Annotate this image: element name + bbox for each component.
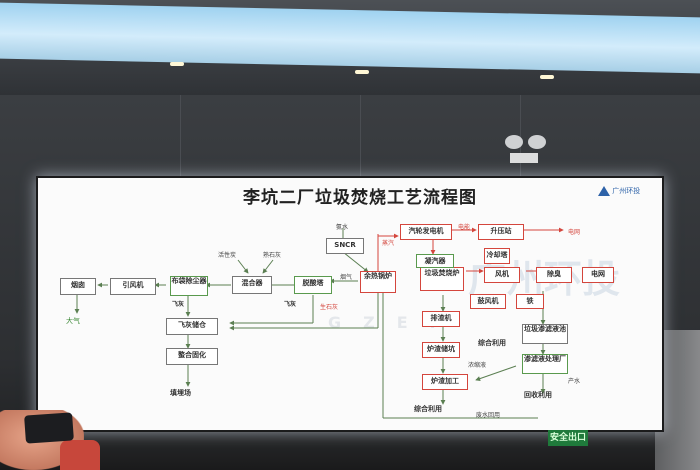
label-recycling: 回收利用 — [524, 391, 552, 399]
box-turbine-generator: 汽轮发电机 — [400, 224, 452, 240]
box-sncr: SNCR — [326, 238, 364, 254]
box-bag-filter: 布袋除尘器 — [170, 276, 208, 296]
label-produced-water: 产水 — [568, 378, 581, 385]
label-slaked-lime: 熟石灰 — [263, 252, 282, 259]
logo-text: 广州环投 — [612, 187, 641, 195]
ceiling-spotlight — [355, 70, 369, 74]
box-slag-extractor: 排渣机 — [422, 311, 460, 327]
box-chelating-solidification: 螯合固化 — [166, 348, 218, 365]
ceiling-spotlight — [170, 62, 184, 66]
wall-sign — [510, 153, 538, 163]
company-logo: 广州环投 — [598, 186, 640, 196]
label-atmosphere: 大气 — [66, 317, 80, 325]
box-condenser: 凝汽器 — [416, 254, 454, 268]
label-comprehensive-use: 综合利用 — [414, 405, 442, 413]
box-blower: 鼓风机 — [470, 294, 506, 309]
box-chimney: 烟囱 — [60, 278, 96, 295]
label-electric-energy: 电能 — [458, 224, 471, 231]
box-mixer: 混合器 — [232, 276, 272, 294]
watermark-sub-text: GZEI — [328, 313, 458, 332]
box-induced-draft-fan: 引风机 — [110, 278, 156, 295]
box-leachate-plant: 渗滤液处理厂 — [522, 354, 568, 374]
flow-lines — [74, 227, 604, 419]
label-comprehensive-use: 综合利用 — [478, 339, 506, 347]
box-fan: 风机 — [484, 267, 520, 283]
exit-sign: 安全出口 — [548, 430, 588, 446]
display-screen: 广州环投 GZEI 李坑二厂垃圾焚烧工艺流程图 广州环投 — [36, 176, 664, 432]
label-concentrate: 浓缩液 — [468, 362, 487, 369]
floor — [0, 430, 700, 470]
label-water-reuse: 废水回用 — [476, 412, 501, 419]
box-deacidification-tower: 脱酸塔 — [294, 276, 332, 294]
box-grid: 电网 — [582, 267, 614, 283]
label-activated-carbon: 活性炭 — [218, 252, 237, 259]
logo-triangle-icon — [598, 186, 610, 196]
smoke-detector — [505, 135, 523, 149]
smoke-detector — [528, 135, 546, 149]
box-fly-ash-silo: 飞灰储仓 — [166, 318, 218, 335]
phone — [24, 412, 74, 444]
label-quicklime: 生石灰 — [320, 304, 339, 311]
label-fly-ash: 飞灰 — [172, 301, 185, 308]
box-slag-processing: 炉渣加工 — [422, 374, 468, 390]
box-deodorize: 除臭 — [536, 267, 572, 283]
box-waste-incinerator: 垃圾焚烧炉 — [420, 267, 464, 291]
label-flue-gas: 烟气 — [340, 274, 353, 281]
page-title: 李坑二厂垃圾焚烧工艺流程图 — [243, 188, 477, 208]
label-ammonia-water: 氨水 — [336, 224, 349, 231]
box-waste-heat-boiler: 余热锅炉 — [360, 271, 396, 293]
box-leachate-pool: 垃圾渗滤液池 — [522, 324, 568, 344]
label-steam: 蒸汽 — [382, 240, 395, 247]
box-booster-station: 升压站 — [478, 224, 524, 240]
box-cooling-tower: 冷却塔 — [484, 248, 510, 264]
red-sleeve — [60, 440, 100, 470]
box-slag-pit: 炉渣储坑 — [422, 342, 460, 358]
box-iron: 铁 — [516, 294, 544, 309]
label-fly-ash: 飞灰 — [284, 301, 297, 308]
label-grid-out: 电网 — [568, 229, 581, 236]
label-landfill: 填埋场 — [170, 389, 191, 397]
ceiling-spotlight — [540, 75, 554, 79]
